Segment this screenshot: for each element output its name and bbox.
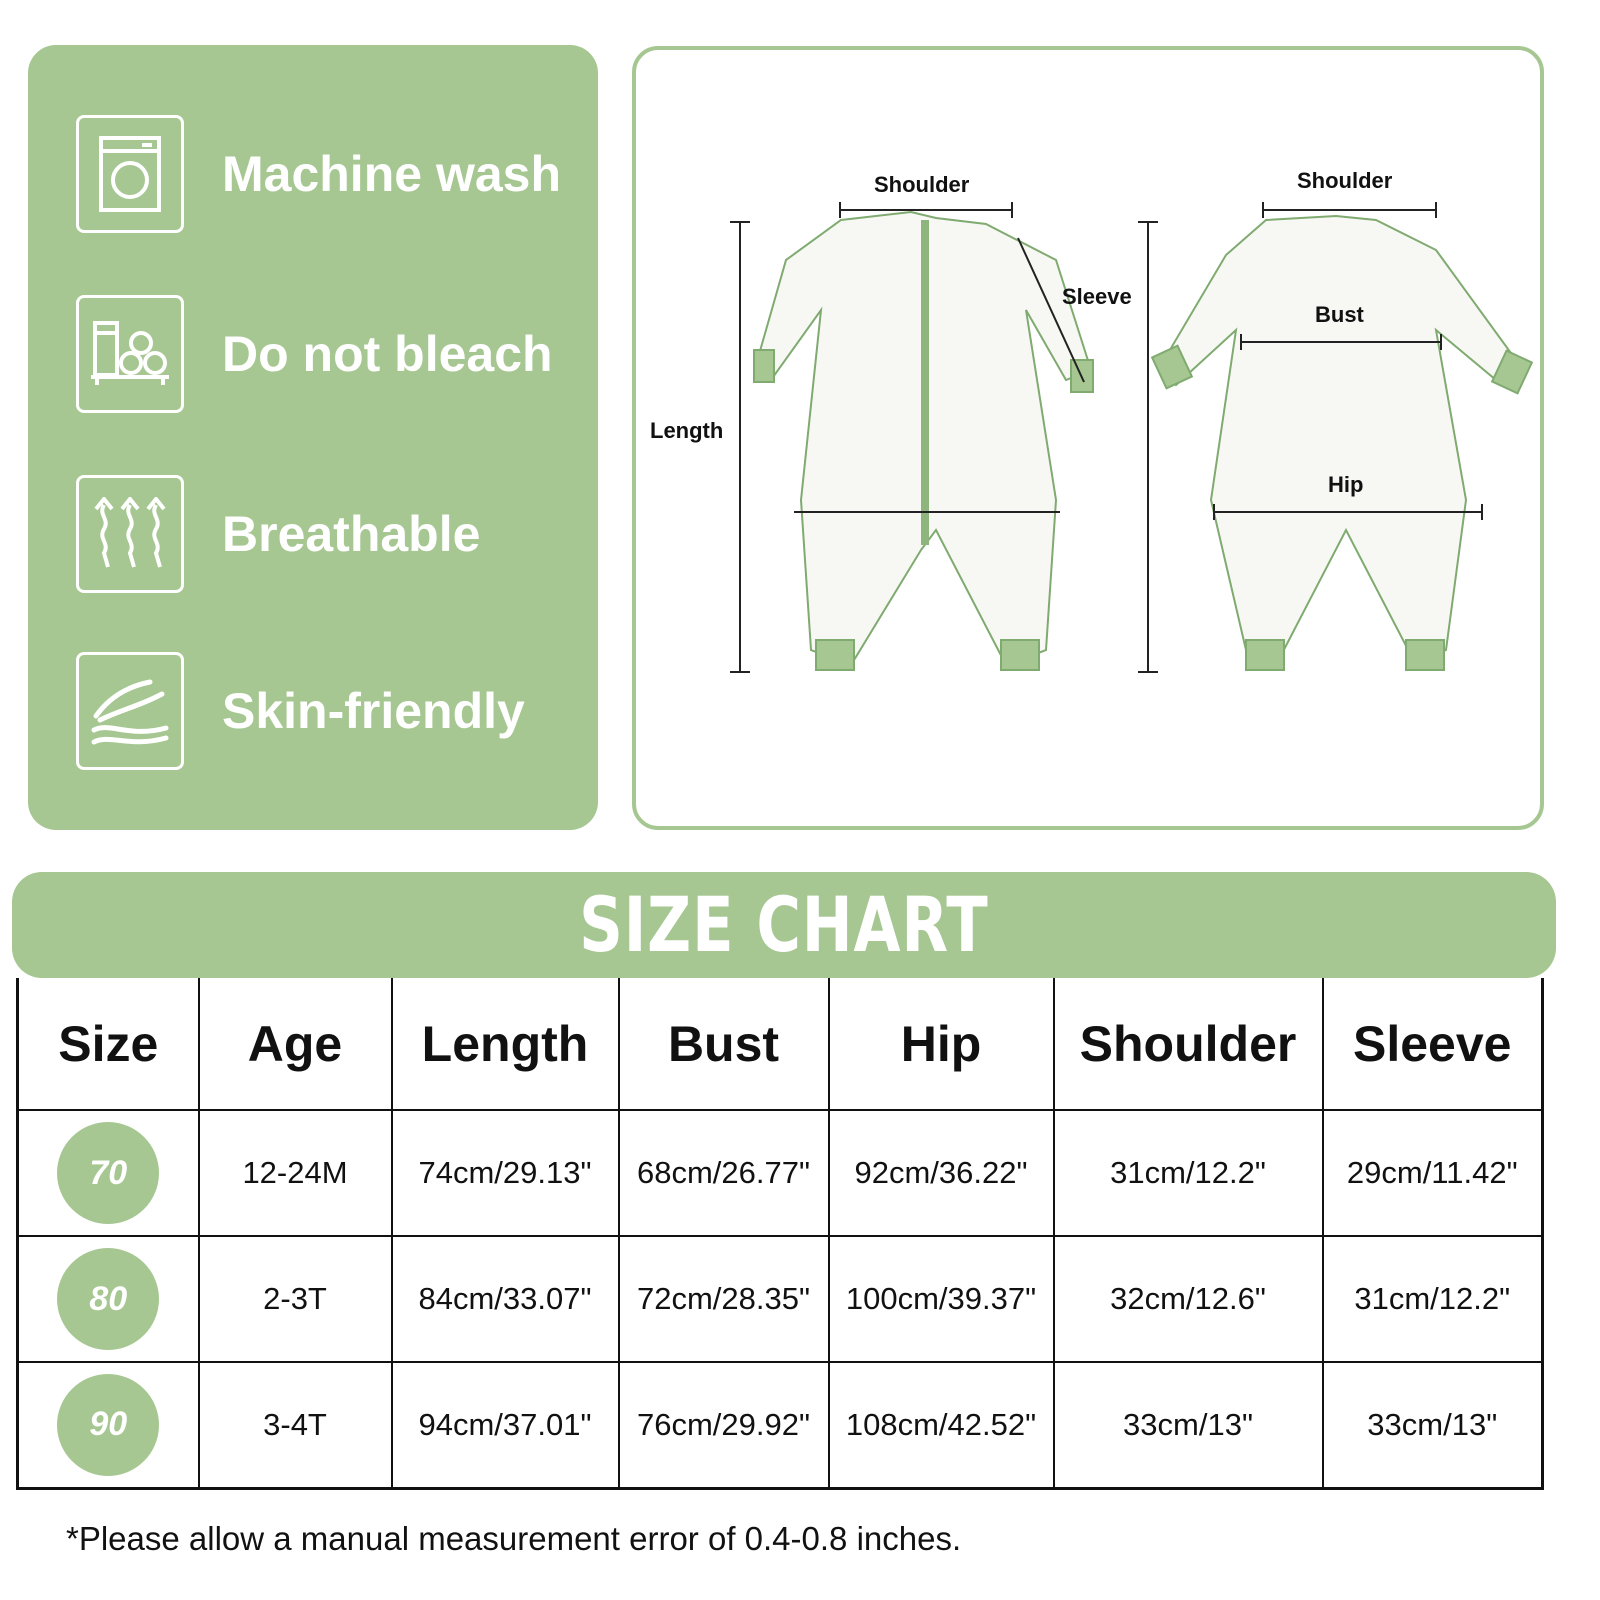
cell-bust: 72cm/28.35" — [617, 1235, 830, 1363]
header-shoulder: Shoulder — [1052, 978, 1324, 1111]
cell-age: 3-4T — [197, 1361, 393, 1489]
feature-breathable: Breathable — [76, 475, 480, 593]
header-hip: Hip — [827, 978, 1055, 1111]
measurement-diagram: Shoulder Sleeve Length Shoulder Bust Hip — [632, 46, 1544, 830]
washing-machine-icon — [76, 115, 184, 233]
feature-no-bleach: Do not bleach — [76, 295, 553, 413]
cell-shoulder: 32cm/12.6" — [1052, 1235, 1324, 1363]
back-garment — [1150, 214, 1534, 671]
cell-age: 2-3T — [197, 1235, 393, 1363]
cell-hip: 100cm/39.37" — [827, 1235, 1055, 1363]
table-row: 70 12-24M 74cm/29.13" 68cm/26.77" 92cm/3… — [16, 1109, 1544, 1237]
header-age: Age — [197, 978, 393, 1111]
table-row: 90 3-4T 94cm/37.01" 76cm/29.92" 108cm/42… — [16, 1361, 1544, 1489]
front-garment — [753, 210, 1094, 671]
cell-sleeve: 29cm/11.42" — [1321, 1109, 1544, 1237]
header-sleeve: Sleeve — [1321, 978, 1544, 1111]
label-hip: Hip — [1328, 472, 1364, 497]
cell-sleeve: 33cm/13" — [1321, 1361, 1544, 1489]
label-back-shoulder: Shoulder — [1297, 168, 1393, 193]
size-chart-table: Size Age Length Bust Hip Shoulder Sleeve… — [16, 978, 1544, 1490]
measurement-note: *Please allow a manual measurement error… — [66, 1520, 962, 1557]
measure-lines — [730, 202, 1483, 673]
breathable-icon — [76, 475, 184, 593]
cell-shoulder: 33cm/13" — [1052, 1361, 1324, 1489]
cell-shoulder: 31cm/12.2" — [1052, 1109, 1324, 1237]
header-bust: Bust — [617, 978, 830, 1111]
cell-bust: 68cm/26.77" — [617, 1109, 830, 1237]
header-size: Size — [16, 978, 200, 1111]
cell-length: 74cm/29.13" — [390, 1109, 620, 1237]
label-sleeve: Sleeve — [1062, 284, 1132, 309]
cell-length: 84cm/33.07" — [390, 1235, 620, 1363]
header-length: Length — [390, 978, 620, 1111]
skin-friendly-icon — [76, 652, 184, 770]
cell-length: 94cm/37.01" — [390, 1361, 620, 1489]
no-bleach-icon — [76, 295, 184, 413]
label-length: Length — [650, 418, 724, 443]
cell-age: 12-24M — [197, 1109, 393, 1237]
features-panel: Machine wash Do not bleach Breathable Sk… — [28, 45, 598, 830]
cell-size: 90 — [16, 1361, 200, 1489]
cell-hip: 92cm/36.22" — [827, 1109, 1055, 1237]
table-row: 80 2-3T 84cm/33.07" 72cm/28.35" 100cm/39… — [16, 1235, 1544, 1363]
feature-skin-friendly: Skin-friendly — [76, 652, 525, 770]
cell-size: 70 — [16, 1109, 200, 1237]
size-badge: 80 — [57, 1248, 160, 1350]
label-bust: Bust — [1315, 302, 1364, 327]
size-badge: 90 — [57, 1373, 160, 1476]
size-chart-title-text: SIZE CHART — [579, 880, 989, 969]
cell-hip: 108cm/42.52" — [827, 1361, 1055, 1489]
table-header-row: Size Age Length Bust Hip Shoulder Sleeve — [16, 978, 1544, 1111]
garment-illustrations — [730, 202, 1534, 673]
cell-size: 80 — [16, 1235, 200, 1363]
label-front-shoulder: Shoulder — [874, 172, 970, 197]
cell-bust: 76cm/29.92" — [617, 1361, 830, 1489]
size-chart-title: SIZE CHART — [12, 872, 1556, 978]
cell-sleeve: 31cm/12.2" — [1321, 1235, 1544, 1363]
size-badge: 70 — [57, 1122, 160, 1224]
feature-machine-wash: Machine wash — [76, 115, 561, 233]
